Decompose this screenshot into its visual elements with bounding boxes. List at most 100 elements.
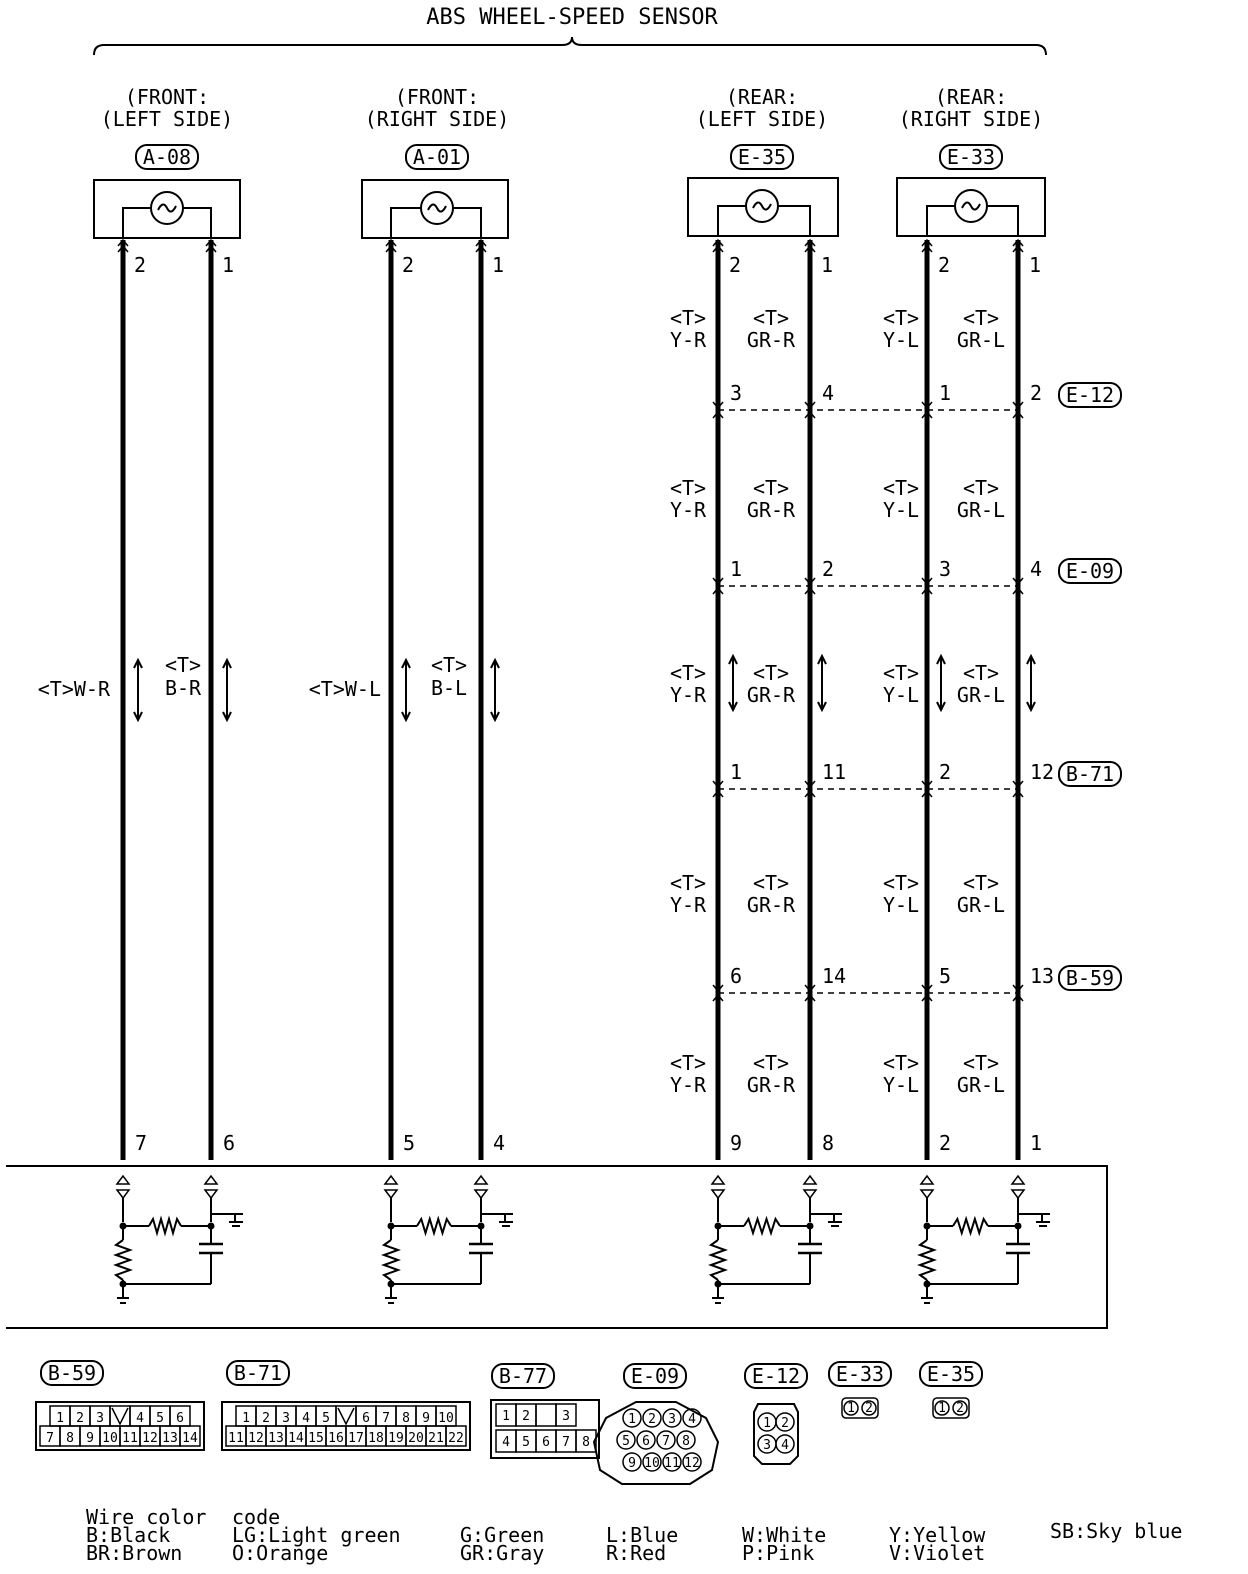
wire-color-label: Y-L [883, 683, 919, 707]
junction-pin-number: 12 [1030, 760, 1054, 784]
connector-pin-number: 9 [422, 1411, 430, 1426]
wire-tag: <T> [963, 476, 999, 500]
connector-view-label-frame [226, 1360, 290, 1386]
sensor-pin-number: 1 [821, 253, 833, 277]
junction-pin-number: 1 [730, 557, 742, 581]
sensor-position-line1: (FRONT: [395, 85, 479, 109]
sensor-connector-label: A-01 [413, 145, 461, 169]
connector-view-label-frame [40, 1360, 104, 1386]
junction-connector-label: E-12 [1066, 383, 1114, 407]
sensor-position-line1: (REAR: [935, 85, 1007, 109]
terminal-arrow-icon [712, 780, 724, 798]
ecu-pin-number: 1 [1030, 1131, 1042, 1155]
arrow-head-icon [936, 653, 946, 713]
terminal-arrow-icon [804, 780, 816, 798]
connector-cavity [843, 1400, 859, 1416]
wire-tag: <T> [963, 661, 999, 685]
connector-cavity [636, 1430, 656, 1450]
connector-pin-number: 2 [781, 1416, 789, 1431]
wire-tag: <T> [883, 871, 919, 895]
connector-view-label-frame [828, 1361, 892, 1387]
connector-pin-number: 7 [382, 1411, 390, 1426]
terminal-arrow-icon [921, 238, 933, 253]
wire-color-label: GR-L [957, 683, 1005, 707]
wire-color-label: Y-R [670, 1073, 707, 1097]
connector-pin-number: 3 [282, 1411, 290, 1426]
connector-cavity [952, 1400, 968, 1416]
resistor-icon [113, 1239, 133, 1281]
junction-pin-number: 11 [822, 760, 846, 784]
connector-pin-number: 9 [628, 1456, 636, 1471]
connector-housing [841, 1397, 879, 1419]
connector-housing [35, 1401, 205, 1451]
connector-view-label: E-33 [836, 1362, 884, 1386]
connector-pin-number: 16 [328, 1431, 344, 1446]
connector-pin-number: 1 [847, 1401, 855, 1416]
resistor-icon [148, 1215, 182, 1237]
connector-pin-number: 5 [622, 1434, 630, 1449]
sensor-pin-number: 2 [938, 253, 950, 277]
connector-housing [753, 1403, 799, 1465]
connector-pin-number: 4 [781, 1438, 789, 1453]
wire-color-label: GR-R [747, 893, 796, 917]
wire-tag: <T> [753, 476, 789, 500]
connector-pin-number: 1 [242, 1411, 250, 1426]
junction-pin-number: 2 [939, 760, 951, 784]
connector-pin-number: 11 [122, 1431, 138, 1446]
ground-icon [385, 1297, 397, 1304]
resistor-icon [416, 1215, 452, 1237]
connector-pin-number: 2 [865, 1401, 873, 1416]
connector-cavity [775, 1434, 795, 1454]
ground-icon [117, 1297, 129, 1304]
ecu-terminal-icon [203, 1174, 219, 1200]
ecu-terminal-icon [919, 1174, 935, 1200]
legend-item: GR:Gray [460, 1541, 544, 1565]
terminal-arrow-icon [385, 238, 397, 253]
connector-pin-number: 22 [448, 1431, 464, 1446]
connector-pin-number: 14 [288, 1431, 304, 1446]
wire-color-label: GR-R [747, 498, 796, 522]
connector-pin-number: 8 [582, 1435, 590, 1450]
legend-item: LG:Light green [232, 1523, 401, 1547]
ground-icon [921, 1297, 933, 1304]
wire-tag: <T> [753, 661, 789, 685]
connector-cavity [656, 1430, 676, 1450]
wire-tag: <T> [753, 306, 789, 330]
arrow-head-icon [401, 657, 411, 723]
connector-cavity [934, 1400, 950, 1416]
connector-pin-number: 3 [668, 1412, 676, 1427]
connector-view-label-frame [919, 1361, 983, 1387]
sensor-connector-label: E-33 [947, 145, 995, 169]
sensor-coil-wire [122, 207, 212, 238]
connector-pin-number: 13 [162, 1431, 178, 1446]
wire-tag: <T> [963, 306, 999, 330]
wire-tag: <T> [753, 871, 789, 895]
arrow-head-icon [817, 653, 827, 713]
terminal-arrow-icon [1012, 984, 1024, 1002]
wire-tag: <T> [670, 476, 706, 500]
sensor-connector-label-frame [405, 144, 469, 170]
ac-wave-icon [752, 201, 772, 211]
connector-cavity [662, 1452, 682, 1472]
resistor-icon [952, 1215, 989, 1237]
arrow-head-icon [133, 657, 143, 723]
connector-pin-number: 6 [642, 1434, 650, 1449]
connector-pin-number: 6 [176, 1411, 184, 1426]
connector-pin-number: 8 [402, 1411, 410, 1426]
resistor-icon [917, 1239, 937, 1281]
junction-pin-number: 13 [1030, 964, 1054, 988]
terminal-arrow-icon [1012, 401, 1024, 419]
wire-tag: <T> [883, 306, 919, 330]
title-bracket [93, 36, 1047, 56]
wire-tag: <T> [431, 653, 467, 677]
wire-color-label: GR-R [747, 1073, 796, 1097]
ground-icon [229, 1214, 243, 1227]
ac-wave-icon [961, 201, 981, 211]
sensor-position-line2: (LEFT SIDE) [101, 107, 233, 131]
connector-pin-number: 4 [302, 1411, 310, 1426]
ecu-pin-number: 2 [939, 1131, 951, 1155]
wire-color-label: Y-L [883, 893, 919, 917]
connector-view-label: E-12 [752, 1364, 800, 1388]
sensor-pin-number: 1 [222, 253, 234, 277]
connector-pin-number: 20 [408, 1431, 424, 1446]
